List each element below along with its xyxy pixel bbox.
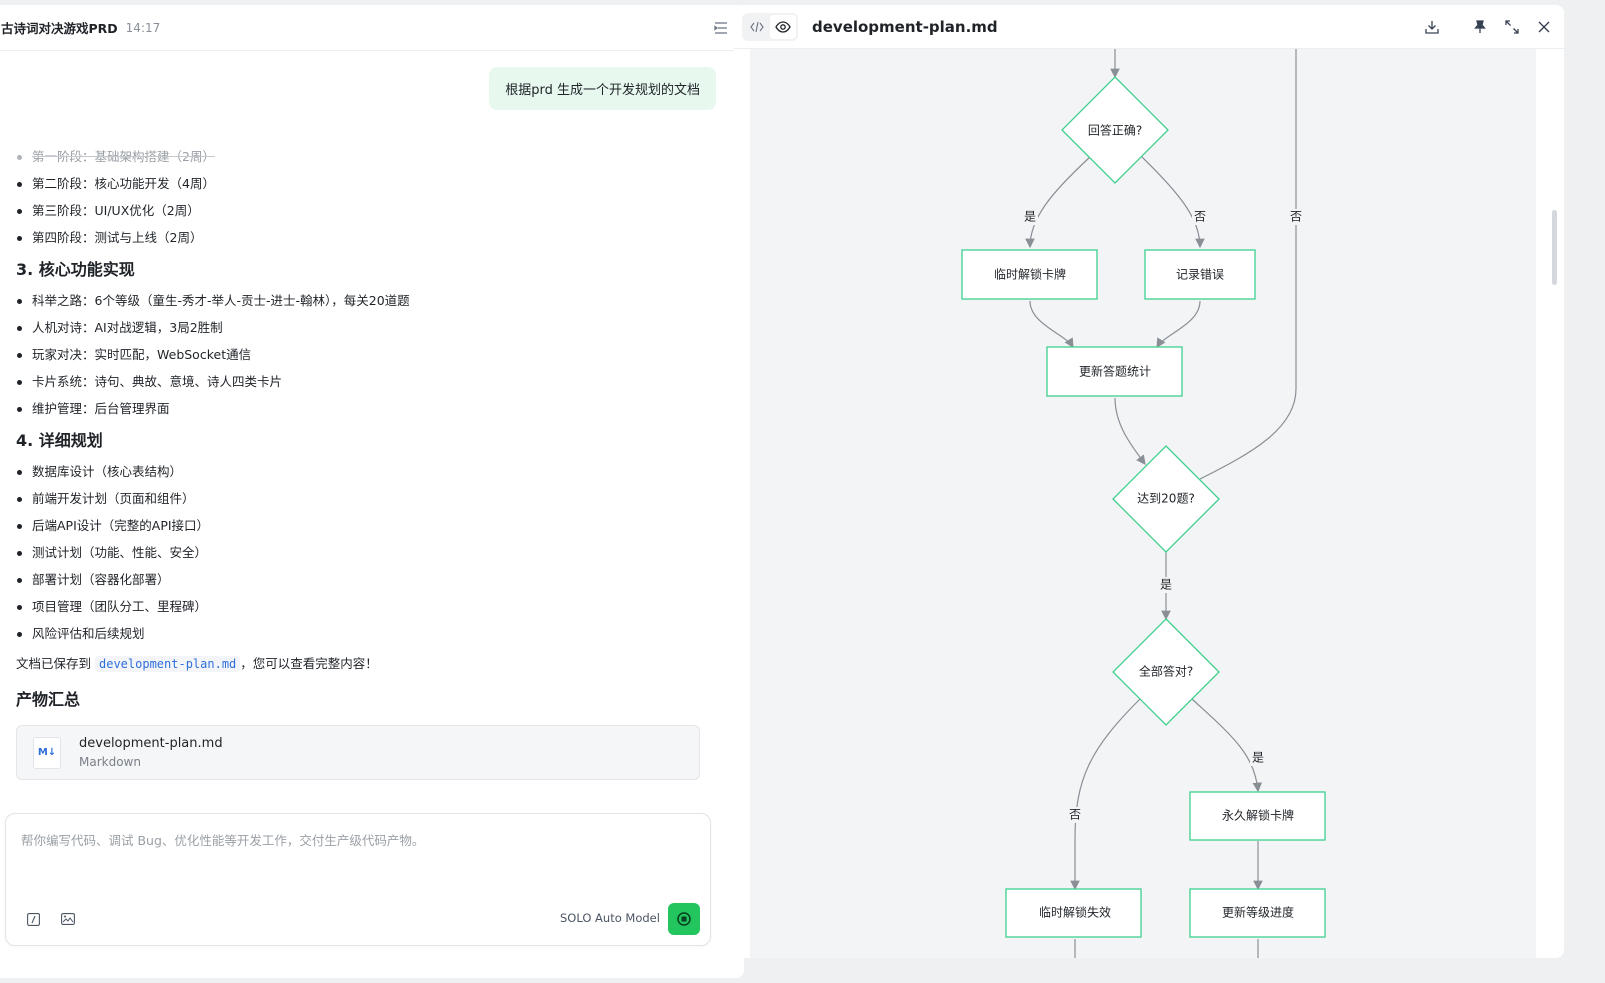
view-toggle xyxy=(742,12,798,41)
node-label: 临时解锁失效 xyxy=(1039,905,1111,920)
preview-scrollbar[interactable] xyxy=(1552,210,1557,285)
list-item: 前端开发计划（页面和组件） xyxy=(16,485,716,512)
chat-title: 古诗词对决游戏PRD xyxy=(1,21,118,36)
list-item: 项目管理（团队分工、里程碑） xyxy=(16,593,716,620)
chat-header: 古诗词对决游戏PRD 14:17 xyxy=(0,5,744,51)
outline-icon[interactable] xyxy=(712,19,730,37)
process-node xyxy=(1005,888,1142,938)
file-link[interactable]: development-plan.md xyxy=(95,656,241,672)
node-label: 更新答题统计 xyxy=(1079,364,1151,379)
edge-label: 是 xyxy=(1160,578,1172,592)
image-upload-icon[interactable] xyxy=(57,908,79,930)
feature-list: 科举之路：6个等级（童生-秀才-举人-贡士-进士-翰林），每关20道题 人机对诗… xyxy=(16,287,716,422)
section-heading: 3. 核心功能实现 xyxy=(16,260,135,279)
stop-button[interactable] xyxy=(668,903,700,935)
list-item: 第三阶段：UI/UX优化（2周） xyxy=(16,197,716,224)
node-label: 达到20题? xyxy=(1137,492,1195,506)
saved-notice: 文档已保存到 development-plan.md，您可以查看完整内容！ xyxy=(16,656,378,672)
list-item: 卡片系统：诗句、典故、意境、诗人四类卡片 xyxy=(16,368,716,395)
decision-node xyxy=(1061,76,1169,184)
edge xyxy=(1114,397,1146,465)
edge-label: 否 xyxy=(1194,210,1206,224)
edge-label: 是 xyxy=(1024,210,1036,224)
node-label: 全部答对? xyxy=(1139,664,1193,679)
list-item: 风险评估和后续规划 xyxy=(16,620,716,647)
assistant-response: 第一阶段：基础架构搭建（2周） 第二阶段：核心功能开发（4周） 第三阶段：UI/… xyxy=(16,143,716,780)
edge xyxy=(1141,156,1205,249)
list-item: 第四阶段：测试与上线（2周） xyxy=(16,224,716,251)
decision-node xyxy=(1112,445,1220,553)
node-label: 临时解锁卡牌 xyxy=(994,267,1066,282)
download-icon[interactable] xyxy=(1420,15,1444,39)
markdown-file-icon: M↓ xyxy=(33,736,61,769)
section-heading: 4. 详细规划 xyxy=(16,431,103,450)
flowchart-canvas: 回答正确? 临时解锁卡牌 记录错误 更新答题统计 达到20题? 全部答对? 永久… xyxy=(750,49,1536,958)
node-label: 更新等级进度 xyxy=(1222,905,1294,920)
edge xyxy=(1070,698,1141,891)
edge xyxy=(1156,300,1201,349)
list-item: 第一阶段：基础架构搭建（2周） xyxy=(16,143,716,170)
chat-time: 14:17 xyxy=(125,20,161,35)
edge-label: 否 xyxy=(1069,808,1081,822)
plan-list: 数据库设计（核心表结构） 前端开发计划（页面和组件） 后端API设计（完整的AP… xyxy=(16,458,716,647)
list-item: 部署计划（容器化部署） xyxy=(16,566,716,593)
edge xyxy=(1199,49,1297,480)
pin-icon[interactable] xyxy=(1468,15,1492,39)
eye-icon[interactable] xyxy=(770,14,796,39)
node-label: 记录错误 xyxy=(1176,268,1224,282)
preview-panel: development-plan.md xyxy=(734,5,1564,958)
phase-list: 第一阶段：基础架构搭建（2周） 第二阶段：核心功能开发（4周） 第三阶段：UI/… xyxy=(16,143,716,251)
artifact-card[interactable]: M↓ development-plan.md Markdown xyxy=(16,725,700,780)
preview-header: development-plan.md xyxy=(734,5,1564,49)
preview-title: development-plan.md xyxy=(812,17,998,36)
model-selector[interactable]: SOLO Auto Model xyxy=(560,911,660,925)
artifact-name: development-plan.md xyxy=(79,736,223,751)
edge xyxy=(1025,156,1091,249)
list-item: 第二阶段：核心功能开发（4周） xyxy=(16,170,716,197)
process-node xyxy=(1144,249,1256,300)
process-node xyxy=(1046,346,1183,397)
node-label: 永久解锁卡牌 xyxy=(1222,808,1294,823)
decision-node xyxy=(1112,618,1220,726)
chat-input-box[interactable]: 帮你编写代码、调试 Bug、优化性能等开发工作，交付生产级代码产物。 SOLO … xyxy=(5,813,711,946)
list-item: 数据库设计（核心表结构） xyxy=(16,458,716,485)
list-item: 玩家对决：实时匹配，WebSocket通信 xyxy=(16,341,716,368)
artifacts-heading: 产物汇总 xyxy=(16,690,81,709)
artifact-type: Markdown xyxy=(79,755,141,769)
edge-label: 是 xyxy=(1252,751,1264,765)
list-item: 科举之路：6个等级（童生-秀才-举人-贡士-进士-翰林），每关20道题 xyxy=(16,287,716,314)
list-item: 维护管理：后台管理界面 xyxy=(16,395,716,422)
chat-panel: 古诗词对决游戏PRD 14:17 根据prd 生成一个开发规划的文档 第一阶段：… xyxy=(0,5,744,978)
edge xyxy=(1029,300,1074,349)
close-icon[interactable] xyxy=(1532,15,1556,39)
expand-icon[interactable] xyxy=(1500,15,1524,39)
flowchart: 回答正确? 临时解锁卡牌 记录错误 更新答题统计 达到20题? 全部答对? 永久… xyxy=(961,49,1326,958)
slash-command-icon[interactable] xyxy=(22,908,44,930)
process-node xyxy=(1189,791,1326,841)
node-label: 回答正确? xyxy=(1088,123,1142,138)
user-message-bubble: 根据prd 生成一个开发规划的文档 xyxy=(489,67,716,110)
chat-input[interactable]: 帮你编写代码、调试 Bug、优化性能等开发工作，交付生产级代码产物。 xyxy=(21,833,425,848)
code-icon[interactable] xyxy=(744,15,770,39)
edge xyxy=(1191,698,1263,793)
process-node xyxy=(1189,888,1326,938)
process-node xyxy=(961,249,1098,300)
edge-label: 否 xyxy=(1290,210,1302,224)
list-item: 人机对诗：AI对战逻辑，3局2胜制 xyxy=(16,314,716,341)
list-item: 测试计划（功能、性能、安全） xyxy=(16,539,716,566)
list-item: 后端API设计（完整的API接口） xyxy=(16,512,716,539)
